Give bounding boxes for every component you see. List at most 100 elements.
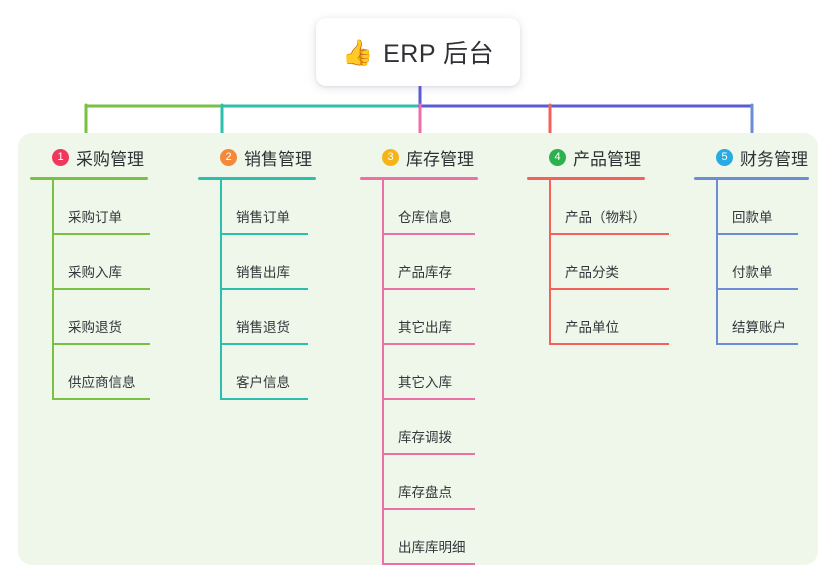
- branch-item[interactable]: 库存调拨: [360, 400, 478, 455]
- branch-item-underline: [52, 343, 150, 345]
- branch-item-label: 采购入库: [68, 265, 122, 280]
- branch-item[interactable]: 产品单位: [527, 290, 669, 345]
- branch-number-badge: 2: [220, 148, 237, 166]
- branch-item-label: 出库库明细: [398, 540, 466, 555]
- branches-panel: [18, 133, 818, 565]
- branch-title: 库存管理: [406, 149, 474, 169]
- branch-column-2: 2 销售管理销售订单销售出库销售退货客户信息: [198, 143, 316, 400]
- branch-item-underline: [52, 288, 150, 290]
- branch-item-underline: [220, 233, 308, 235]
- branch-item-underline: [220, 398, 308, 400]
- branch-item[interactable]: 客户信息: [198, 345, 316, 400]
- branch-item-underline: [52, 398, 150, 400]
- branch-header-5[interactable]: 5 财务管理: [694, 143, 809, 171]
- branch-item[interactable]: 采购订单: [30, 180, 150, 235]
- branch-item-underline: [549, 288, 669, 290]
- branch-spine: [382, 180, 384, 565]
- branch-item[interactable]: 库存盘点: [360, 455, 478, 510]
- thumbs-up-icon: 👍: [341, 37, 374, 67]
- branch-column-4: 4 产品管理产品（物料） 产品分类产品单位: [527, 143, 669, 345]
- branch-item-underline: [549, 343, 669, 345]
- branch-number-badge: 5: [716, 148, 733, 166]
- branch-title: 销售管理: [244, 149, 312, 169]
- branch-items: 产品（物料） 产品分类产品单位: [527, 180, 669, 345]
- branch-item-label: 销售出库: [236, 265, 290, 280]
- branch-item[interactable]: 采购退货: [30, 290, 150, 345]
- branch-items: 采购订单采购入库采购退货供应商信息: [30, 180, 150, 400]
- branch-item[interactable]: 出库库明细: [360, 510, 478, 565]
- branch-item-label: 库存盘点: [398, 485, 452, 500]
- branch-header-4[interactable]: 4 产品管理: [527, 143, 645, 171]
- branch-item-label: 销售退货: [236, 320, 290, 335]
- branch-header-underline: [360, 177, 478, 180]
- branch-item-label: 仓库信息: [398, 210, 452, 225]
- branch-item-underline: [382, 453, 475, 455]
- branch-items: 仓库信息产品库存其它出库其它入库库存调拨库存盘点出库库明细: [360, 180, 478, 565]
- branch-item-label: 销售订单: [236, 210, 290, 225]
- branch-item-underline: [382, 398, 475, 400]
- branch-item[interactable]: 付款单: [694, 235, 809, 290]
- branch-item-underline: [382, 343, 475, 345]
- branch-item-underline: [382, 563, 475, 565]
- branch-item-label: 产品库存: [398, 265, 452, 280]
- branch-item[interactable]: 销售出库: [198, 235, 316, 290]
- branch-column-5: 5 财务管理回款单付款单结算账户: [694, 143, 809, 345]
- branch-title: 产品管理: [573, 149, 641, 169]
- branch-item[interactable]: 其它入库: [360, 345, 478, 400]
- branch-item-underline: [220, 288, 308, 290]
- branch-header-2[interactable]: 2 销售管理: [198, 143, 316, 171]
- branch-item-underline: [382, 288, 475, 290]
- branch-item[interactable]: 仓库信息: [360, 180, 478, 235]
- branch-item[interactable]: 销售订单: [198, 180, 316, 235]
- branch-item[interactable]: 回款单: [694, 180, 809, 235]
- branch-item-label: 供应商信息: [68, 375, 136, 390]
- branch-item[interactable]: 产品库存: [360, 235, 478, 290]
- branch-column-3: 3 库存管理仓库信息产品库存其它出库其它入库库存调拨库存盘点出库库明细: [360, 143, 478, 565]
- branch-spine: [549, 180, 551, 345]
- branch-item-underline: [549, 233, 669, 235]
- root-node[interactable]: 👍 ERP 后台: [316, 18, 520, 86]
- branch-header-underline: [527, 177, 645, 180]
- branch-item-label: 结算账户: [732, 320, 786, 335]
- branch-header-underline: [30, 177, 148, 180]
- branch-item-label: 客户信息: [236, 375, 290, 390]
- branch-item[interactable]: 结算账户: [694, 290, 809, 345]
- branch-item-underline: [382, 233, 475, 235]
- branch-item-underline: [382, 508, 475, 510]
- branch-item[interactable]: 其它出库: [360, 290, 478, 345]
- branch-title: 财务管理: [740, 149, 808, 169]
- branch-spine: [220, 180, 222, 400]
- branch-item-label: 其它入库: [398, 375, 452, 390]
- branch-item-label: 采购订单: [68, 210, 122, 225]
- branch-item[interactable]: 采购入库: [30, 235, 150, 290]
- branch-item-underline: [52, 233, 150, 235]
- branch-item[interactable]: 产品分类: [527, 235, 669, 290]
- branch-item-label: 产品分类: [565, 265, 619, 280]
- branch-number-badge: 3: [382, 148, 399, 166]
- root-node-title: ERP 后台: [383, 40, 495, 68]
- branch-item-label: 产品单位: [565, 320, 619, 335]
- branch-header-3[interactable]: 3 库存管理: [360, 143, 478, 171]
- branch-item-label: 付款单: [732, 265, 773, 280]
- branch-header-underline: [198, 177, 316, 180]
- branch-header-underline: [694, 177, 809, 180]
- branch-number-badge: 4: [549, 148, 566, 166]
- branch-item-underline: [716, 288, 798, 290]
- branch-item-label: 采购退货: [68, 320, 122, 335]
- branch-column-1: 1 采购管理采购订单采购入库采购退货供应商信息: [30, 143, 150, 400]
- branch-number-badge: 1: [52, 148, 69, 166]
- branch-header-1[interactable]: 1 采购管理: [30, 143, 148, 171]
- branch-items: 销售订单销售出库销售退货客户信息: [198, 180, 316, 400]
- branch-item-label: 产品（物料）: [565, 210, 646, 225]
- branch-title: 采购管理: [76, 149, 144, 169]
- branch-item-underline: [220, 343, 308, 345]
- branch-item[interactable]: 供应商信息: [30, 345, 150, 400]
- branch-item-label: 回款单: [732, 210, 773, 225]
- branch-spine: [52, 180, 54, 400]
- branch-item-label: 库存调拨: [398, 430, 452, 445]
- branch-item[interactable]: 销售退货: [198, 290, 316, 345]
- branch-item-underline: [716, 233, 798, 235]
- branch-item[interactable]: 产品（物料）: [527, 180, 669, 235]
- branch-item-label: 其它出库: [398, 320, 452, 335]
